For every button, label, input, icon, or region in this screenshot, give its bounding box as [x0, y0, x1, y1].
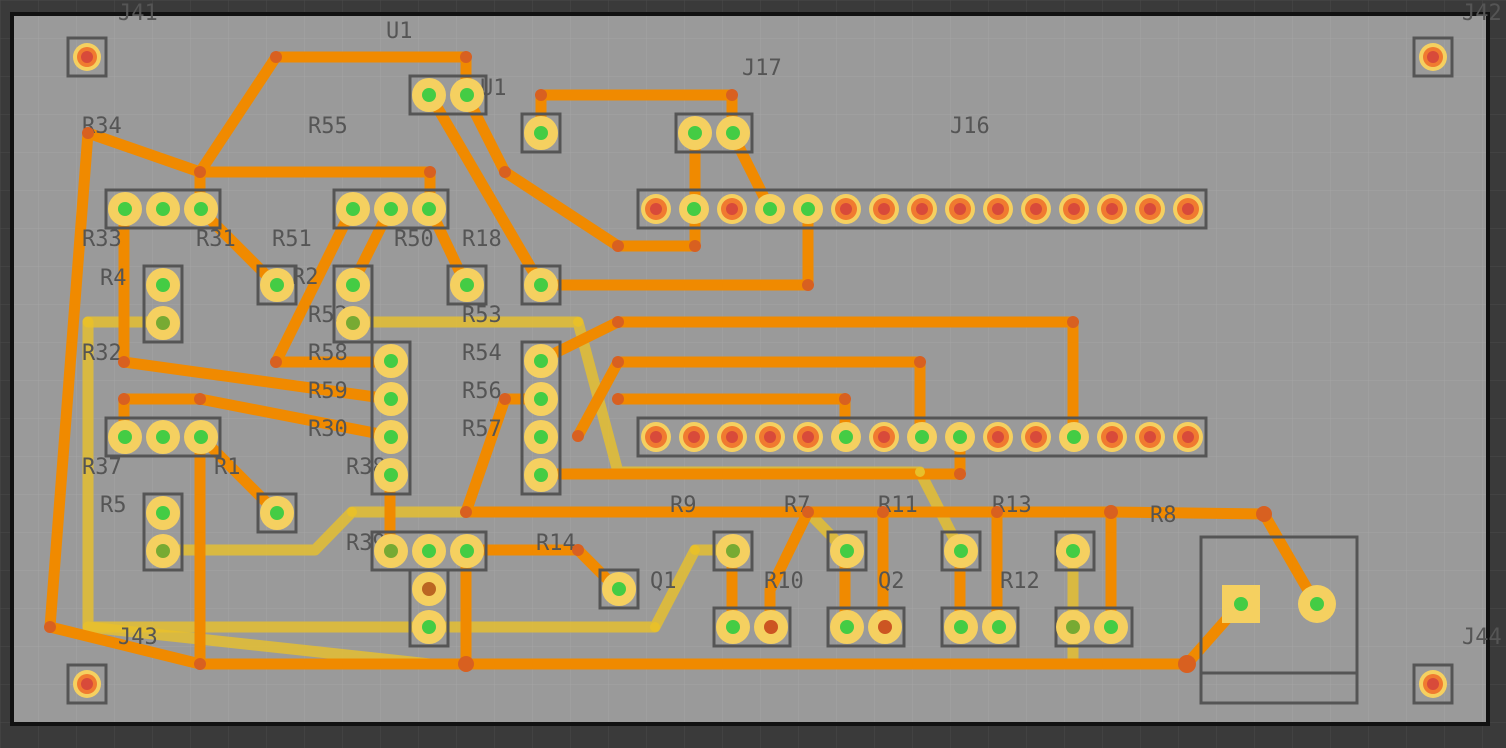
label-u1: U1: [386, 19, 413, 44]
label-r12: R12: [1000, 569, 1040, 594]
silkscreen-labels: J41 J42 J43 J44 J16 J17 U1 U1 R34 R33 R3…: [82, 1, 1502, 650]
label-r32: R32: [82, 341, 122, 366]
label-r51: R51: [272, 227, 312, 252]
label-r2: R2: [292, 265, 319, 290]
component-pads: [108, 78, 1336, 644]
label-r14: R14: [536, 531, 576, 556]
header-j16-pads: [641, 194, 1203, 224]
label-q1: Q1: [650, 569, 677, 594]
header-lower-pads: [641, 422, 1203, 452]
label-r50: R50: [394, 227, 434, 252]
label-j44: J44: [1462, 625, 1502, 650]
label-r57: R57: [462, 417, 502, 442]
label-r31: R31: [196, 227, 236, 252]
label-r5: R5: [100, 493, 127, 518]
label-j42: J42: [1462, 1, 1502, 26]
label-r30: R30: [308, 417, 348, 442]
label-r37: R37: [82, 455, 122, 480]
mounting-holes: [73, 43, 1447, 698]
label-r8: R8: [1150, 503, 1177, 528]
label-j41: J41: [118, 1, 158, 26]
label-r53: R53: [462, 303, 502, 328]
label-r55: R55: [308, 114, 348, 139]
label-r1: R1: [214, 455, 241, 480]
label-r10: R10: [764, 569, 804, 594]
label-q2: Q2: [878, 569, 905, 594]
label-r18: R18: [462, 227, 502, 252]
label-j17: J17: [742, 56, 782, 81]
trace-vias: [44, 51, 1272, 673]
label-u1b: U1: [480, 76, 507, 101]
label-j16: J16: [950, 114, 990, 139]
label-r4: R4: [100, 266, 127, 291]
label-r9: R9: [670, 493, 697, 518]
label-r33: R33: [82, 227, 122, 252]
component-outlines: [66, 36, 1454, 705]
label-r54: R54: [462, 341, 502, 366]
label-j43: J43: [118, 625, 158, 650]
label-r58: R58: [308, 341, 348, 366]
label-r56: R56: [462, 379, 502, 404]
label-r59: R59: [308, 379, 348, 404]
